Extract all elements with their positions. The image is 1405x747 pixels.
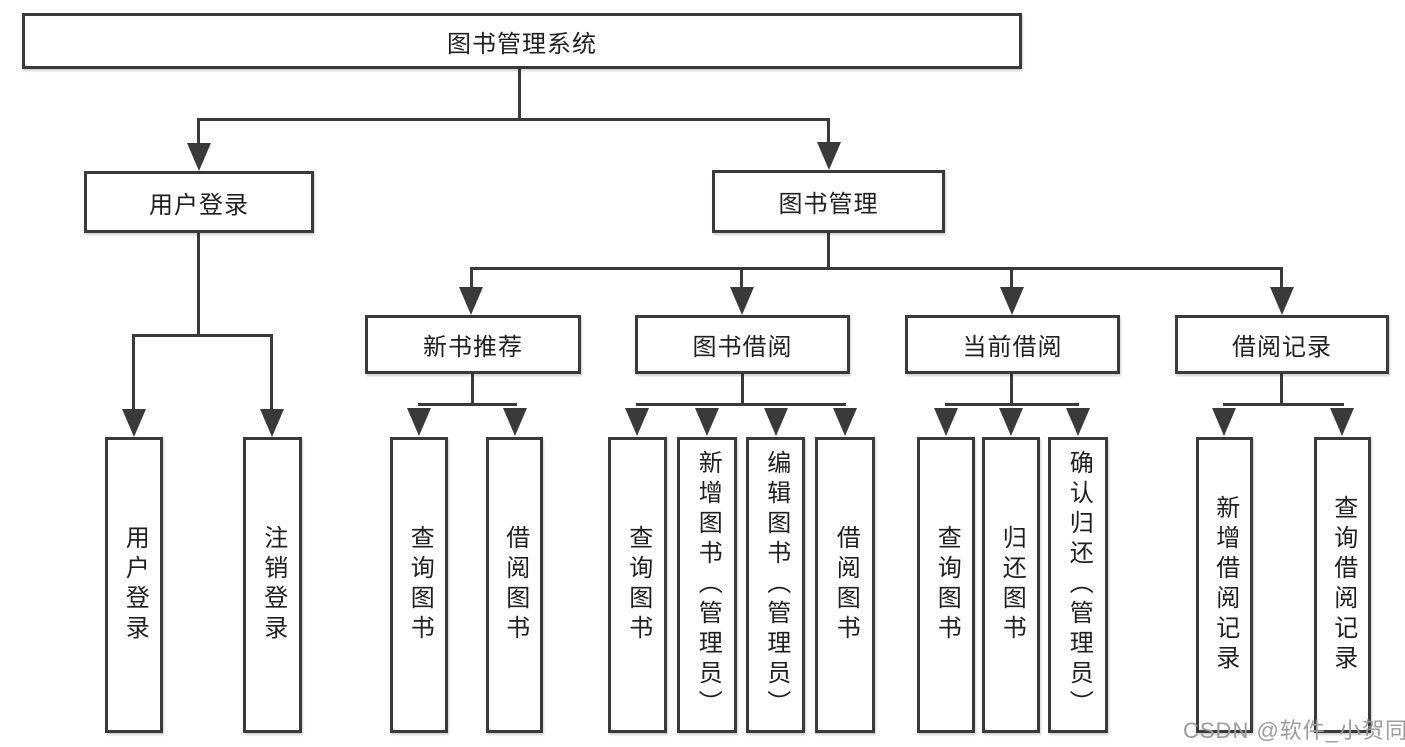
leaf-borrow-books: 借阅图书 <box>815 437 875 733</box>
leaf-add-borrow-record: 新增借阅记录 <box>1196 437 1253 733</box>
arrowhead-down <box>833 408 857 436</box>
connector-stem <box>471 374 474 405</box>
arrowhead-down <box>625 408 649 436</box>
arrowhead-down <box>730 287 754 315</box>
watermark: CSDN @软件_小贺同学 <box>1183 718 1405 743</box>
arrowhead-down <box>1270 287 1294 315</box>
leaf-query-books-label: 查询图书 <box>406 525 434 645</box>
arrowhead-down <box>1330 408 1354 436</box>
leaf-add-borrow-record-label: 新增借阅记录 <box>1211 495 1239 675</box>
leaf-return-books: 归还图书 <box>982 437 1040 733</box>
node-root-label: 图书管理系统 <box>447 30 597 58</box>
leaf-edit-book-admin: 编辑图书（管理员） <box>746 437 805 733</box>
connector-stem <box>1280 374 1283 405</box>
leaf-return-books-label: 归还图书 <box>998 525 1026 645</box>
connector-stem <box>197 233 200 336</box>
leaf-logout-label: 注销登录 <box>259 525 287 645</box>
connector-rail <box>1223 403 1344 406</box>
node-book-management-label: 图书管理 <box>778 191 879 218</box>
arrowhead-down <box>1000 287 1024 315</box>
connector-stem <box>741 374 744 405</box>
arrowhead-down <box>934 408 958 436</box>
arrowhead-down <box>459 287 483 315</box>
leaf-borrow-books: 借阅图书 <box>486 437 543 733</box>
node-new-book-recommend-label: 新书推荐 <box>423 334 523 361</box>
leaf-query-borrow-record-label: 查询借阅记录 <box>1329 495 1357 675</box>
connector-rail <box>636 403 846 406</box>
connector-level2-rail <box>197 118 830 121</box>
connector-level3-rail <box>470 267 1283 270</box>
leaf-add-book-admin: 新增图书（管理员） <box>677 437 737 733</box>
connector-stem <box>470 269 473 289</box>
leaf-query-books: 查询图书 <box>608 437 667 733</box>
node-new-book-recommend: 新书推荐 <box>365 315 581 374</box>
node-book-management: 图书管理 <box>712 170 945 233</box>
connector-rail <box>945 403 1079 406</box>
node-borrow-records-label: 借阅记录 <box>1232 334 1332 361</box>
arrowhead-down <box>187 143 211 171</box>
connector-stem <box>827 232 830 269</box>
leaf-query-books-label: 查询图书 <box>933 525 961 645</box>
connector-stem <box>197 120 200 145</box>
connector-stem <box>1010 269 1013 289</box>
leaf-query-books-label: 查询图书 <box>624 525 652 645</box>
leaf-user-login-label: 用户登录 <box>121 525 149 645</box>
arrowhead-down <box>817 142 841 170</box>
arrowhead-down <box>1212 408 1236 436</box>
arrowhead-down <box>122 409 146 437</box>
arrowhead-down <box>260 409 284 437</box>
connector-stem <box>1280 269 1283 289</box>
leaf-logout: 注销登录 <box>243 437 302 733</box>
node-book-borrow-label: 图书借阅 <box>692 334 793 361</box>
arrowhead-down <box>764 408 788 436</box>
connector-rail <box>132 334 273 337</box>
arrowhead-down <box>695 408 719 436</box>
node-root: 图书管理系统 <box>22 13 1022 69</box>
connector-stem <box>740 269 743 289</box>
node-current-borrow-label: 当前借阅 <box>962 334 1063 361</box>
node-user-login-label: 用户登录 <box>149 191 249 219</box>
leaf-confirm-return-admin-label: 确认归还（管理员） <box>1065 450 1093 720</box>
leaf-confirm-return-admin: 确认归还（管理员） <box>1048 437 1108 733</box>
connector-root-trunk <box>518 68 521 121</box>
leaf-edit-book-admin-label: 编辑图书（管理员） <box>762 450 790 720</box>
leaf-borrow-books-label: 借阅图书 <box>501 525 529 645</box>
arrowhead-down <box>999 408 1023 436</box>
arrowhead-down <box>1066 408 1090 436</box>
arrowhead-down <box>503 408 527 436</box>
leaf-query-books: 查询图书 <box>917 437 975 733</box>
node-user-login: 用户登录 <box>84 171 314 233</box>
arrowhead-down <box>407 408 431 436</box>
leaf-borrow-books-label: 借阅图书 <box>832 525 860 645</box>
node-current-borrow: 当前借阅 <box>905 315 1120 374</box>
connector-stem <box>827 120 830 144</box>
connector-rail <box>418 403 517 406</box>
leaf-query-borrow-record: 查询借阅记录 <box>1314 437 1371 733</box>
node-book-borrow: 图书借阅 <box>635 315 850 374</box>
leaf-user-login: 用户登录 <box>105 437 163 733</box>
leaf-query-books: 查询图书 <box>390 437 448 733</box>
connector-stem <box>270 336 273 411</box>
connector-stem <box>1010 374 1013 405</box>
connector-stem <box>132 336 135 411</box>
node-borrow-records: 借阅记录 <box>1175 315 1389 374</box>
leaf-add-book-admin-label: 新增图书（管理员） <box>694 450 722 720</box>
